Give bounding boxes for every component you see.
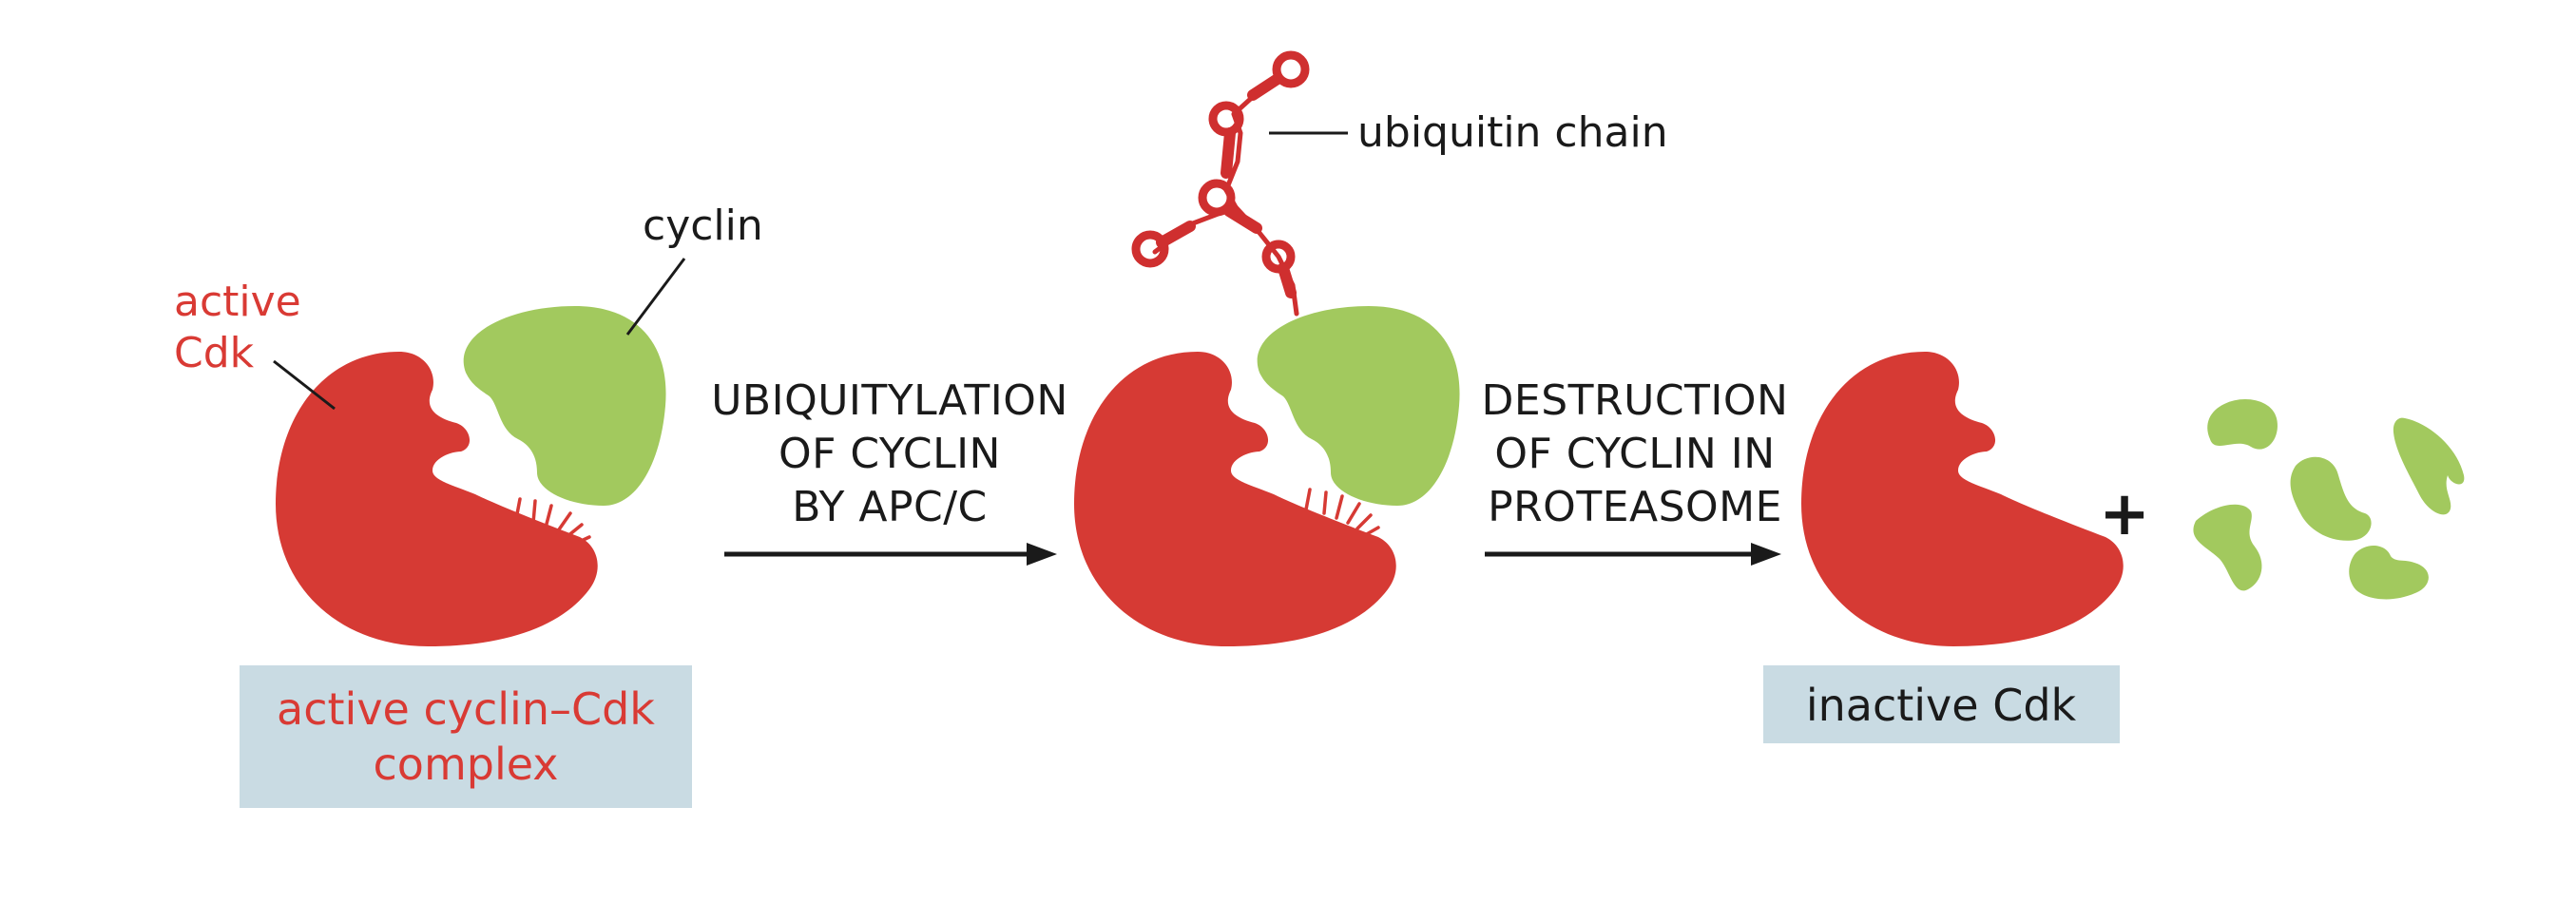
cyclin-fragment-4 (2393, 417, 2465, 515)
destruction-step-text: DESTRUCTION OF CYCLIN IN PROTEASOME (1482, 376, 1789, 531)
inactive-cdk-label: inactive Cdk (1806, 680, 2077, 731)
active-complex-label-line2: complex (374, 739, 559, 790)
activity-ticks-left (514, 497, 591, 546)
active-cyclin-cdk-complex (276, 306, 666, 646)
cdk-label: Cdk (174, 329, 255, 377)
arrow-ubiquitylation (724, 543, 1057, 566)
cyclin-middle (1257, 306, 1460, 506)
inactive-cdk-box (1763, 665, 2120, 743)
cdk-inactive (1801, 352, 2124, 646)
ubiquitin-chain (1131, 50, 1310, 317)
cyclin-leader-line (625, 258, 686, 336)
plus-sign: + (2099, 479, 2150, 549)
cdk-leader-line (273, 359, 336, 411)
ubiquitin-unit-5 (1247, 50, 1310, 101)
ubiquitylation-step-text: UBIQUITYLATION OF CYCLIN BY APC/C (711, 376, 1068, 531)
ubiquitylated-complex (1074, 306, 1460, 646)
ubiquitylation-line1: UBIQUITYLATION (711, 376, 1068, 425)
active-complex-label-line1: active cyclin–Cdk (277, 683, 655, 735)
ubiquitylation-line2: OF CYCLIN (779, 430, 1001, 478)
cyclin-fragment-2 (2193, 504, 2262, 591)
cyclin-fragment-3 (2290, 456, 2372, 541)
cyclin-fragments (2193, 399, 2465, 600)
destruction-line3: PROTEASOME (1488, 483, 1782, 531)
destruction-line2: OF CYCLIN IN (1494, 430, 1775, 478)
cyclin-label: cyclin (643, 202, 763, 250)
destruction-line1: DESTRUCTION (1482, 376, 1789, 425)
active-label: active (174, 278, 301, 326)
ubiquitin-unit-1 (1261, 240, 1297, 298)
arrow-destruction (1485, 543, 1781, 566)
ubiquitylation-line3: BY APC/C (792, 483, 988, 531)
ubiquitin-chain-label: ubiquitin chain (1357, 108, 1668, 157)
ubiquitin-unit-2 (1198, 179, 1262, 234)
ubiquitin-unit-3 (1131, 221, 1196, 268)
ubiquitin-unit-4 (1208, 101, 1244, 179)
active-complex-box (240, 665, 692, 808)
cyclin-fragment-5 (2349, 546, 2429, 600)
cyclin-left (463, 306, 666, 506)
activity-ticks-middle (1304, 488, 1380, 537)
cyclin-fragment-1 (2207, 399, 2278, 450)
